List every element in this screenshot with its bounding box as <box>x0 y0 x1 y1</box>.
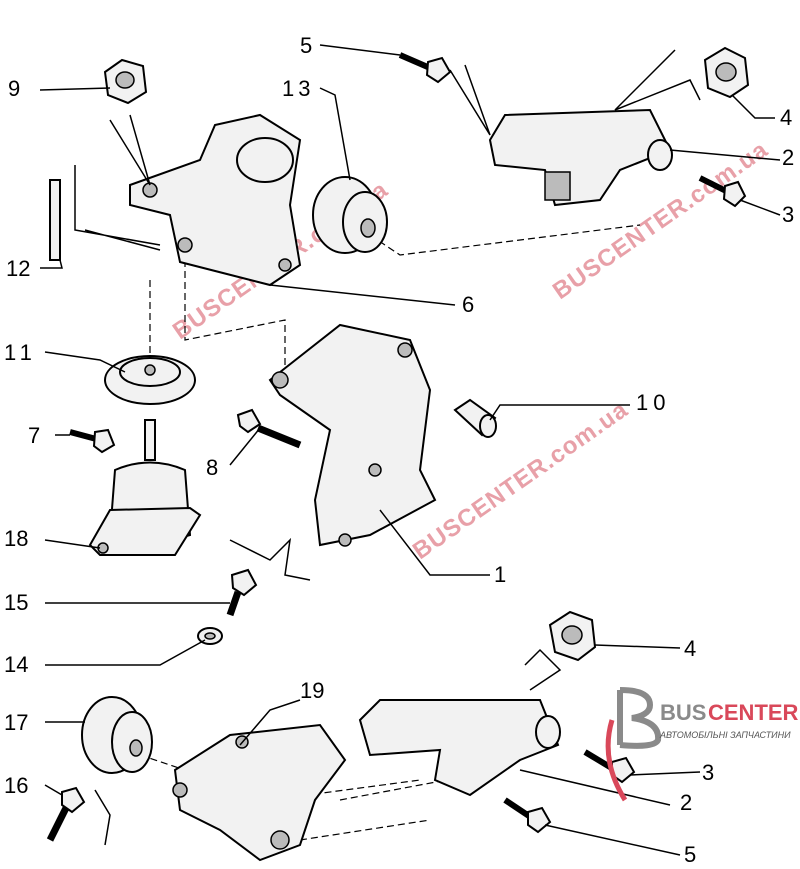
callout-19: 19 <box>300 678 324 703</box>
bolt-part-16 <box>46 786 86 842</box>
callout-5-top: 5 <box>300 33 312 58</box>
callout-13: 13 <box>282 76 314 101</box>
bolt-part-3-top <box>698 175 747 208</box>
bushing-part-17 <box>81 696 153 774</box>
logo-center: CENTER <box>708 700 799 725</box>
callout-4-bottom: 4 <box>684 636 696 661</box>
bolt-part-8 <box>236 408 302 449</box>
callout-16: 16 <box>4 773 28 798</box>
callout-12: 12 <box>6 256 30 281</box>
bolt-part-7 <box>69 428 116 454</box>
link-arm-top-part-2 <box>488 108 673 207</box>
nut-part-4-top <box>703 46 750 99</box>
callouts: 9 13 5 4 2 3 12 6 11 10 7 8 18 1 15 14 4… <box>4 33 794 867</box>
bushing-part-13 <box>312 176 388 254</box>
logo-bus: BUS <box>660 700 706 725</box>
nut-part-4-bottom <box>548 610 597 662</box>
bolt-part-5-bottom <box>503 797 552 834</box>
washer-part-14 <box>197 627 223 645</box>
watermark: BUSCENTER.com.ua <box>408 396 633 565</box>
washer-part-11 <box>104 355 196 405</box>
leader-lines <box>39 44 781 856</box>
link-arm-bottom-part-2 <box>358 699 561 797</box>
callout-14: 14 <box>4 652 28 677</box>
callout-3-top: 3 <box>782 202 794 227</box>
bracket-part-1 <box>268 323 437 547</box>
callout-8: 8 <box>206 455 218 480</box>
bolt-part-5-top <box>398 52 452 84</box>
callout-6: 6 <box>462 292 474 317</box>
buscenter-logo: BUS CENTER АВТОМОБІЛЬНІ ЗАПЧАСТИНИ <box>605 687 799 802</box>
mount-part-18 <box>88 419 202 556</box>
callout-11: 11 <box>4 340 37 365</box>
logo-tagline: АВТОМОБІЛЬНІ ЗАПЧАСТИНИ <box>659 730 791 740</box>
sleeve-part-10 <box>453 398 497 438</box>
nut-part-9 <box>103 58 148 105</box>
callout-1: 1 <box>494 562 506 587</box>
callout-4-top: 4 <box>780 105 792 130</box>
callout-2-top: 2 <box>782 145 794 170</box>
callout-7: 7 <box>28 423 40 448</box>
stud-part-12 <box>49 179 61 261</box>
callout-17: 17 <box>4 710 28 735</box>
callout-9: 9 <box>8 76 20 101</box>
callout-10: 10 <box>636 390 670 415</box>
callout-5-bottom: 5 <box>684 842 696 867</box>
bolt-part-15 <box>226 568 258 617</box>
callout-3-bottom: 3 <box>702 760 714 785</box>
bracket-part-6 <box>129 113 302 287</box>
callout-18: 18 <box>4 526 28 551</box>
bracket-part-19 <box>172 723 347 862</box>
callout-15: 15 <box>4 590 28 615</box>
callout-2-bottom: 2 <box>680 790 692 815</box>
